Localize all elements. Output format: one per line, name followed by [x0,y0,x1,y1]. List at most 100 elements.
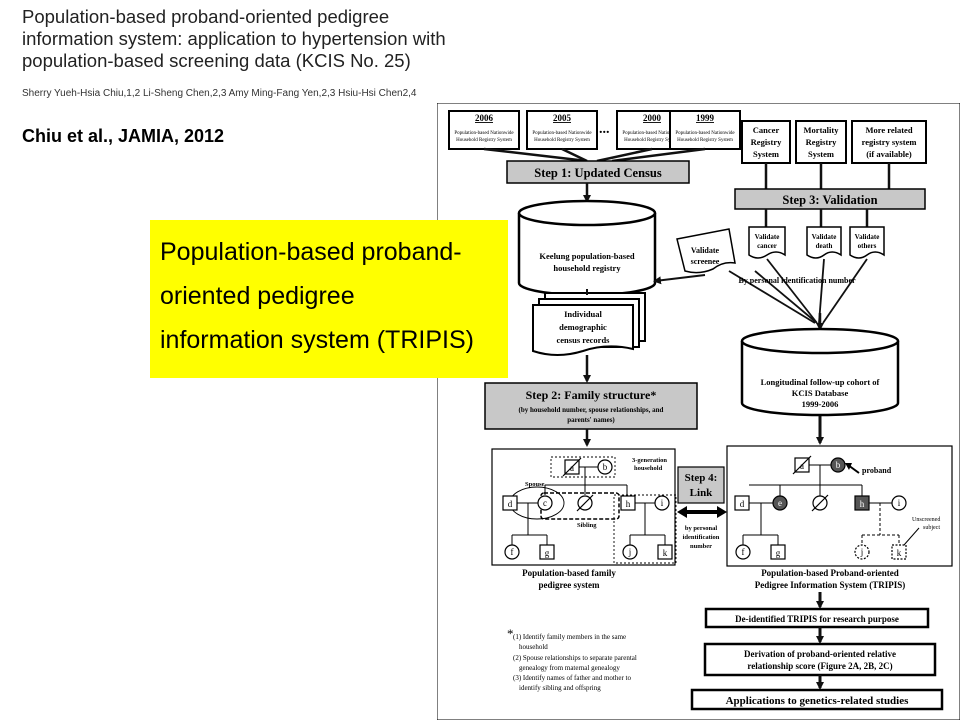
svg-text:number: number [690,543,712,550]
svg-text:j: j [628,547,632,557]
svg-text:others: others [858,242,877,250]
step1-box: Step 1: Updated Census [506,160,690,184]
svg-text:Validate: Validate [855,233,880,241]
svg-text:(1) Identify family members in: (1) Identify family members in the same [513,633,626,641]
svg-text:Population-based Nationwide: Population-based Nationwide [532,131,592,136]
census-records-docs: Individual demographic census records [532,292,646,356]
svg-text:Household Registry System: Household Registry System [534,138,590,143]
svg-text:identification: identification [683,534,720,541]
svg-text:More related: More related [865,125,912,135]
svg-text:b: b [603,462,608,472]
other-registry-box: More related registry system (if availab… [851,120,927,164]
left-pedigree-caption: Population-based family [522,568,616,578]
keelung-registry-database: Keelung population-based household regis… [517,199,657,297]
svg-text:Keelung population-based: Keelung population-based [539,251,634,261]
callout-line-3: information system (TRIPIS) [160,326,474,354]
svg-text:household registry: household registry [553,263,621,273]
svg-text:g: g [776,548,781,558]
callout-line-1: Population-based proband- [160,238,462,266]
svg-text:Unscreened: Unscreened [912,517,940,523]
svg-text:g: g [545,548,550,558]
svg-text:Registry: Registry [751,137,782,147]
svg-text:Household Registry System: Household Registry System [456,138,512,143]
step2-box: Step 2: Family structure* (by household … [484,382,698,430]
svg-text:i: i [661,498,664,508]
registry-year-box-1: 2006 Population-based Nationwide Househo… [448,110,520,150]
pedigree-left: a b d c h i f g j k Spouse Sibling 3-gen… [491,448,677,566]
svg-text:census records: census records [557,335,611,345]
svg-text:a: a [570,463,574,473]
svg-text:pedigree system: pedigree system [538,580,600,590]
paper-authors: Sherry Yueh-Hsia Chiu,1,2 Li-Sheng Chen,… [22,88,417,99]
svg-text:Mortality: Mortality [804,125,840,135]
citation: Chiu et al., JAMIA, 2012 [22,126,225,146]
svg-text:f: f [742,547,745,557]
kcis-database: Longitudinal follow-up cohort of KCIS Da… [740,327,900,417]
validate-others-doc: Validate others [849,226,885,259]
svg-text:Validate: Validate [691,246,720,255]
svg-text:System: System [753,149,779,159]
svg-text:c: c [543,498,547,508]
svg-text:Validate: Validate [812,233,837,241]
svg-text:Household Registry System: Household Registry System [677,138,733,143]
footnote: * (1) Identify family members in the sam… [507,626,637,692]
svg-text:Population-based Nationwide: Population-based Nationwide [675,131,735,136]
deidentified-box: De-identified TRIPIS for research purpos… [704,607,930,629]
derivation-box: Derivation of proband-oriented relative … [703,642,937,677]
svg-text:j: j [860,547,864,557]
validate-screenee-doc: Validate screenee [676,228,736,274]
svg-text:System: System [808,149,834,159]
svg-text:Individual: Individual [564,309,602,319]
svg-text:Spouse: Spouse [525,481,545,488]
svg-text:Registry: Registry [806,137,837,147]
right-pedigree-caption: Population-based Proband-oriented [761,568,899,578]
svg-text:(3) Identify names of father a: (3) Identify names of father and mother … [513,674,631,682]
ellipsis: ... [599,122,610,137]
svg-text:Step 4:: Step 4: [685,472,718,484]
by-pin-label: By personal identification number [738,276,856,285]
svg-text:Validate: Validate [755,233,780,241]
year-label: 2006 [475,113,494,123]
year-label: 1999 [696,113,715,123]
svg-text:Sibling: Sibling [577,522,597,529]
svg-text:k: k [663,548,668,558]
svg-text:identify sibling and offspring: identify sibling and offspring [519,684,601,692]
svg-text:Cancer: Cancer [753,125,780,135]
svg-text:household: household [519,643,548,651]
svg-text:(by household number, spouse r: (by household number, spouse relationshi… [519,406,664,414]
year-label: 2005 [553,113,572,123]
validate-death-doc: Validate death [806,226,842,259]
svg-text:Step 2: Family structure*: Step 2: Family structure* [526,388,657,402]
callout-line-2: oriented pedigree [160,282,355,310]
svg-text:subject: subject [923,525,940,531]
pedigree-right: a b proband d e h i f g j k Unscreened s… [726,445,953,567]
proband-label: proband [862,466,892,475]
svg-text:Step 3: Validation: Step 3: Validation [782,193,877,207]
step4-box: Step 4: Link [677,466,725,504]
svg-text:d: d [740,499,745,509]
svg-text:Pedigree Information System (T: Pedigree Information System (TRIPIS) [755,580,906,590]
svg-text:(if available): (if available) [866,149,912,159]
svg-text:Population-based Nationwide: Population-based Nationwide [622,131,682,136]
svg-text:1999-2006: 1999-2006 [802,399,839,409]
step3-box: Step 3: Validation [734,188,926,210]
registry-year-box-2: 2005 Population-based Nationwide Househo… [526,110,598,150]
svg-text:(2) Spouse relationships to se: (2) Spouse relationships to separate par… [513,654,637,662]
svg-text:Derivation of proband-oriented: Derivation of proband-oriented relative [744,649,896,659]
svg-text:i: i [898,498,901,508]
svg-text:a: a [800,461,804,471]
svg-text:h: h [860,499,865,509]
svg-text:demographic: demographic [559,322,607,332]
callout-text: Population-based proband- oriented pedig… [160,230,505,362]
paper-title: Population-based proband-oriented pedigr… [22,6,446,71]
svg-text:d: d [508,499,513,509]
svg-text:f: f [511,547,514,557]
svg-text:genealogy from maternal geneal: genealogy from maternal genealogy [519,664,620,672]
svg-text:cancer: cancer [757,242,777,250]
svg-text:Applications to genetics-relat: Applications to genetics-related studies [726,695,910,707]
svg-text:household: household [634,465,663,472]
svg-text:relationship score (Figure 2A,: relationship score (Figure 2A, 2B, 2C) [747,661,892,671]
applications-box: Applications to genetics-related studies [690,688,944,711]
svg-text:Household Registry System: Household Registry System [624,138,680,143]
cancer-registry-box: Cancer Registry System [741,120,791,164]
